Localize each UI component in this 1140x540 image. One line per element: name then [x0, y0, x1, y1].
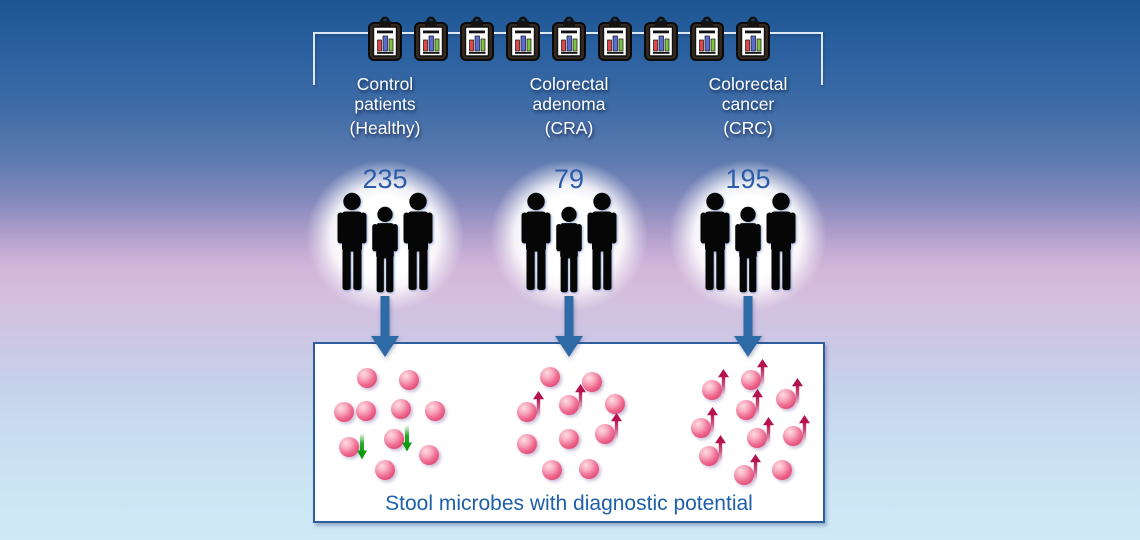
- microbe-sphere: [772, 460, 792, 480]
- group-label-line: Colorectal: [529, 74, 609, 94]
- person-icon: [587, 192, 617, 290]
- increase-arrow-icon: [611, 413, 622, 439]
- microbe-sphere: [334, 402, 354, 422]
- decrease-arrow-icon: [357, 433, 367, 460]
- increase-arrow-icon: [752, 389, 763, 415]
- increase-arrow-icon: [533, 391, 544, 417]
- patient-icons: [327, 192, 443, 298]
- group-label-line: patients: [354, 94, 416, 114]
- clipboard-bar-chart-icon: [414, 16, 448, 61]
- person-icon: [403, 192, 433, 290]
- microbe-sphere: [605, 394, 625, 414]
- microbe-sphere: [517, 402, 537, 422]
- group-label-line: cancer: [721, 94, 775, 114]
- increase-arrow-icon: [750, 454, 761, 480]
- flow-arrow-icon: [555, 296, 583, 357]
- microbe-sphere: [783, 426, 803, 446]
- patient-count: 235: [362, 164, 408, 194]
- group-label-line: adenoma: [532, 94, 606, 114]
- patient-icons: [690, 192, 806, 298]
- microbe-sphere: [559, 395, 579, 415]
- increase-arrow-icon: [757, 359, 768, 385]
- group-label-line: (Healthy): [349, 118, 421, 138]
- group-label-line: Control: [356, 74, 414, 94]
- microbe-sphere: [517, 434, 537, 454]
- bracket-right-leg: [821, 32, 823, 85]
- person-icon: [766, 192, 796, 290]
- microbe-sphere: [582, 372, 602, 392]
- result-box: Stool microbes with diagnostic potential: [313, 342, 825, 523]
- clipboard-bar-chart-icon: [690, 16, 724, 61]
- clipboard-bar-chart-icon: [552, 16, 586, 61]
- person-icon: [700, 192, 730, 290]
- microbe-sphere: [702, 380, 722, 400]
- microbe-sphere: [384, 429, 404, 449]
- microbe-sphere: [419, 445, 439, 465]
- microbe-sphere: [356, 401, 376, 421]
- group-colorectal-cancer: Colorectal cancer (CRC) 195: [663, 70, 833, 370]
- microbe-sphere: [399, 370, 419, 390]
- microbe-sphere: [579, 459, 599, 479]
- increase-arrow-icon: [792, 378, 803, 404]
- clipboard-bar-chart-icon: [368, 16, 402, 61]
- clipboard-bar-chart-icon: [644, 16, 678, 61]
- clipboard-row: [366, 16, 772, 62]
- patient-count: 79: [553, 164, 585, 194]
- patient-count: 195: [725, 164, 771, 194]
- microbe-sphere: [776, 389, 796, 409]
- person-icon: [337, 192, 367, 290]
- person-icon: [735, 206, 761, 293]
- increase-arrow-icon: [799, 415, 810, 441]
- microbe-sphere: [734, 465, 754, 485]
- group-label-line: (CRA): [544, 118, 594, 138]
- decrease-arrow-icon: [402, 425, 412, 452]
- clipboard-bar-chart-icon: [460, 16, 494, 61]
- increase-arrow-icon: [715, 435, 726, 461]
- microbe-sphere: [540, 367, 560, 387]
- person-icon: [372, 206, 398, 293]
- microbe-sphere: [391, 399, 411, 419]
- microbe-sphere: [339, 437, 359, 457]
- microbe-sphere: [542, 460, 562, 480]
- microbe-sphere: [741, 370, 761, 390]
- person-icon: [521, 192, 551, 290]
- clipboard-bar-chart-icon: [598, 16, 632, 61]
- microbe-sphere: [691, 418, 711, 438]
- flow-arrow-icon: [371, 296, 399, 357]
- group-label: Colorectal adenoma (CRA): [484, 74, 654, 138]
- patient-icons: [511, 192, 627, 298]
- microbe-sphere: [747, 428, 767, 448]
- person-icon: [556, 206, 582, 293]
- increase-arrow-icon: [707, 407, 718, 433]
- group-colorectal-adenoma: Colorectal adenoma (CRA) 79: [484, 70, 654, 370]
- increase-arrow-icon: [575, 384, 586, 410]
- microbe-sphere: [699, 446, 719, 466]
- clipboard-bar-chart-icon: [736, 16, 770, 61]
- group-label-line: (CRC): [723, 118, 773, 138]
- microbe-sphere: [595, 424, 615, 444]
- microbe-sphere: [357, 368, 377, 388]
- flow-arrow-icon: [734, 296, 762, 357]
- microbe-sphere: [559, 429, 579, 449]
- microbe-sphere: [425, 401, 445, 421]
- group-control-healthy: Control patients (Healthy) 235: [300, 70, 470, 370]
- group-label: Control patients (Healthy): [300, 74, 470, 138]
- microbe-field: [315, 344, 823, 521]
- microbe-sphere: [736, 400, 756, 420]
- increase-arrow-icon: [763, 417, 774, 443]
- group-label-line: Colorectal: [708, 74, 788, 94]
- group-label: Colorectal cancer (CRC): [663, 74, 833, 138]
- microbe-sphere: [375, 460, 395, 480]
- bracket-left-leg: [313, 32, 315, 85]
- increase-arrow-icon: [718, 369, 729, 395]
- box-caption: Stool microbes with diagnostic potential: [385, 492, 753, 515]
- clipboard-bar-chart-icon: [506, 16, 540, 61]
